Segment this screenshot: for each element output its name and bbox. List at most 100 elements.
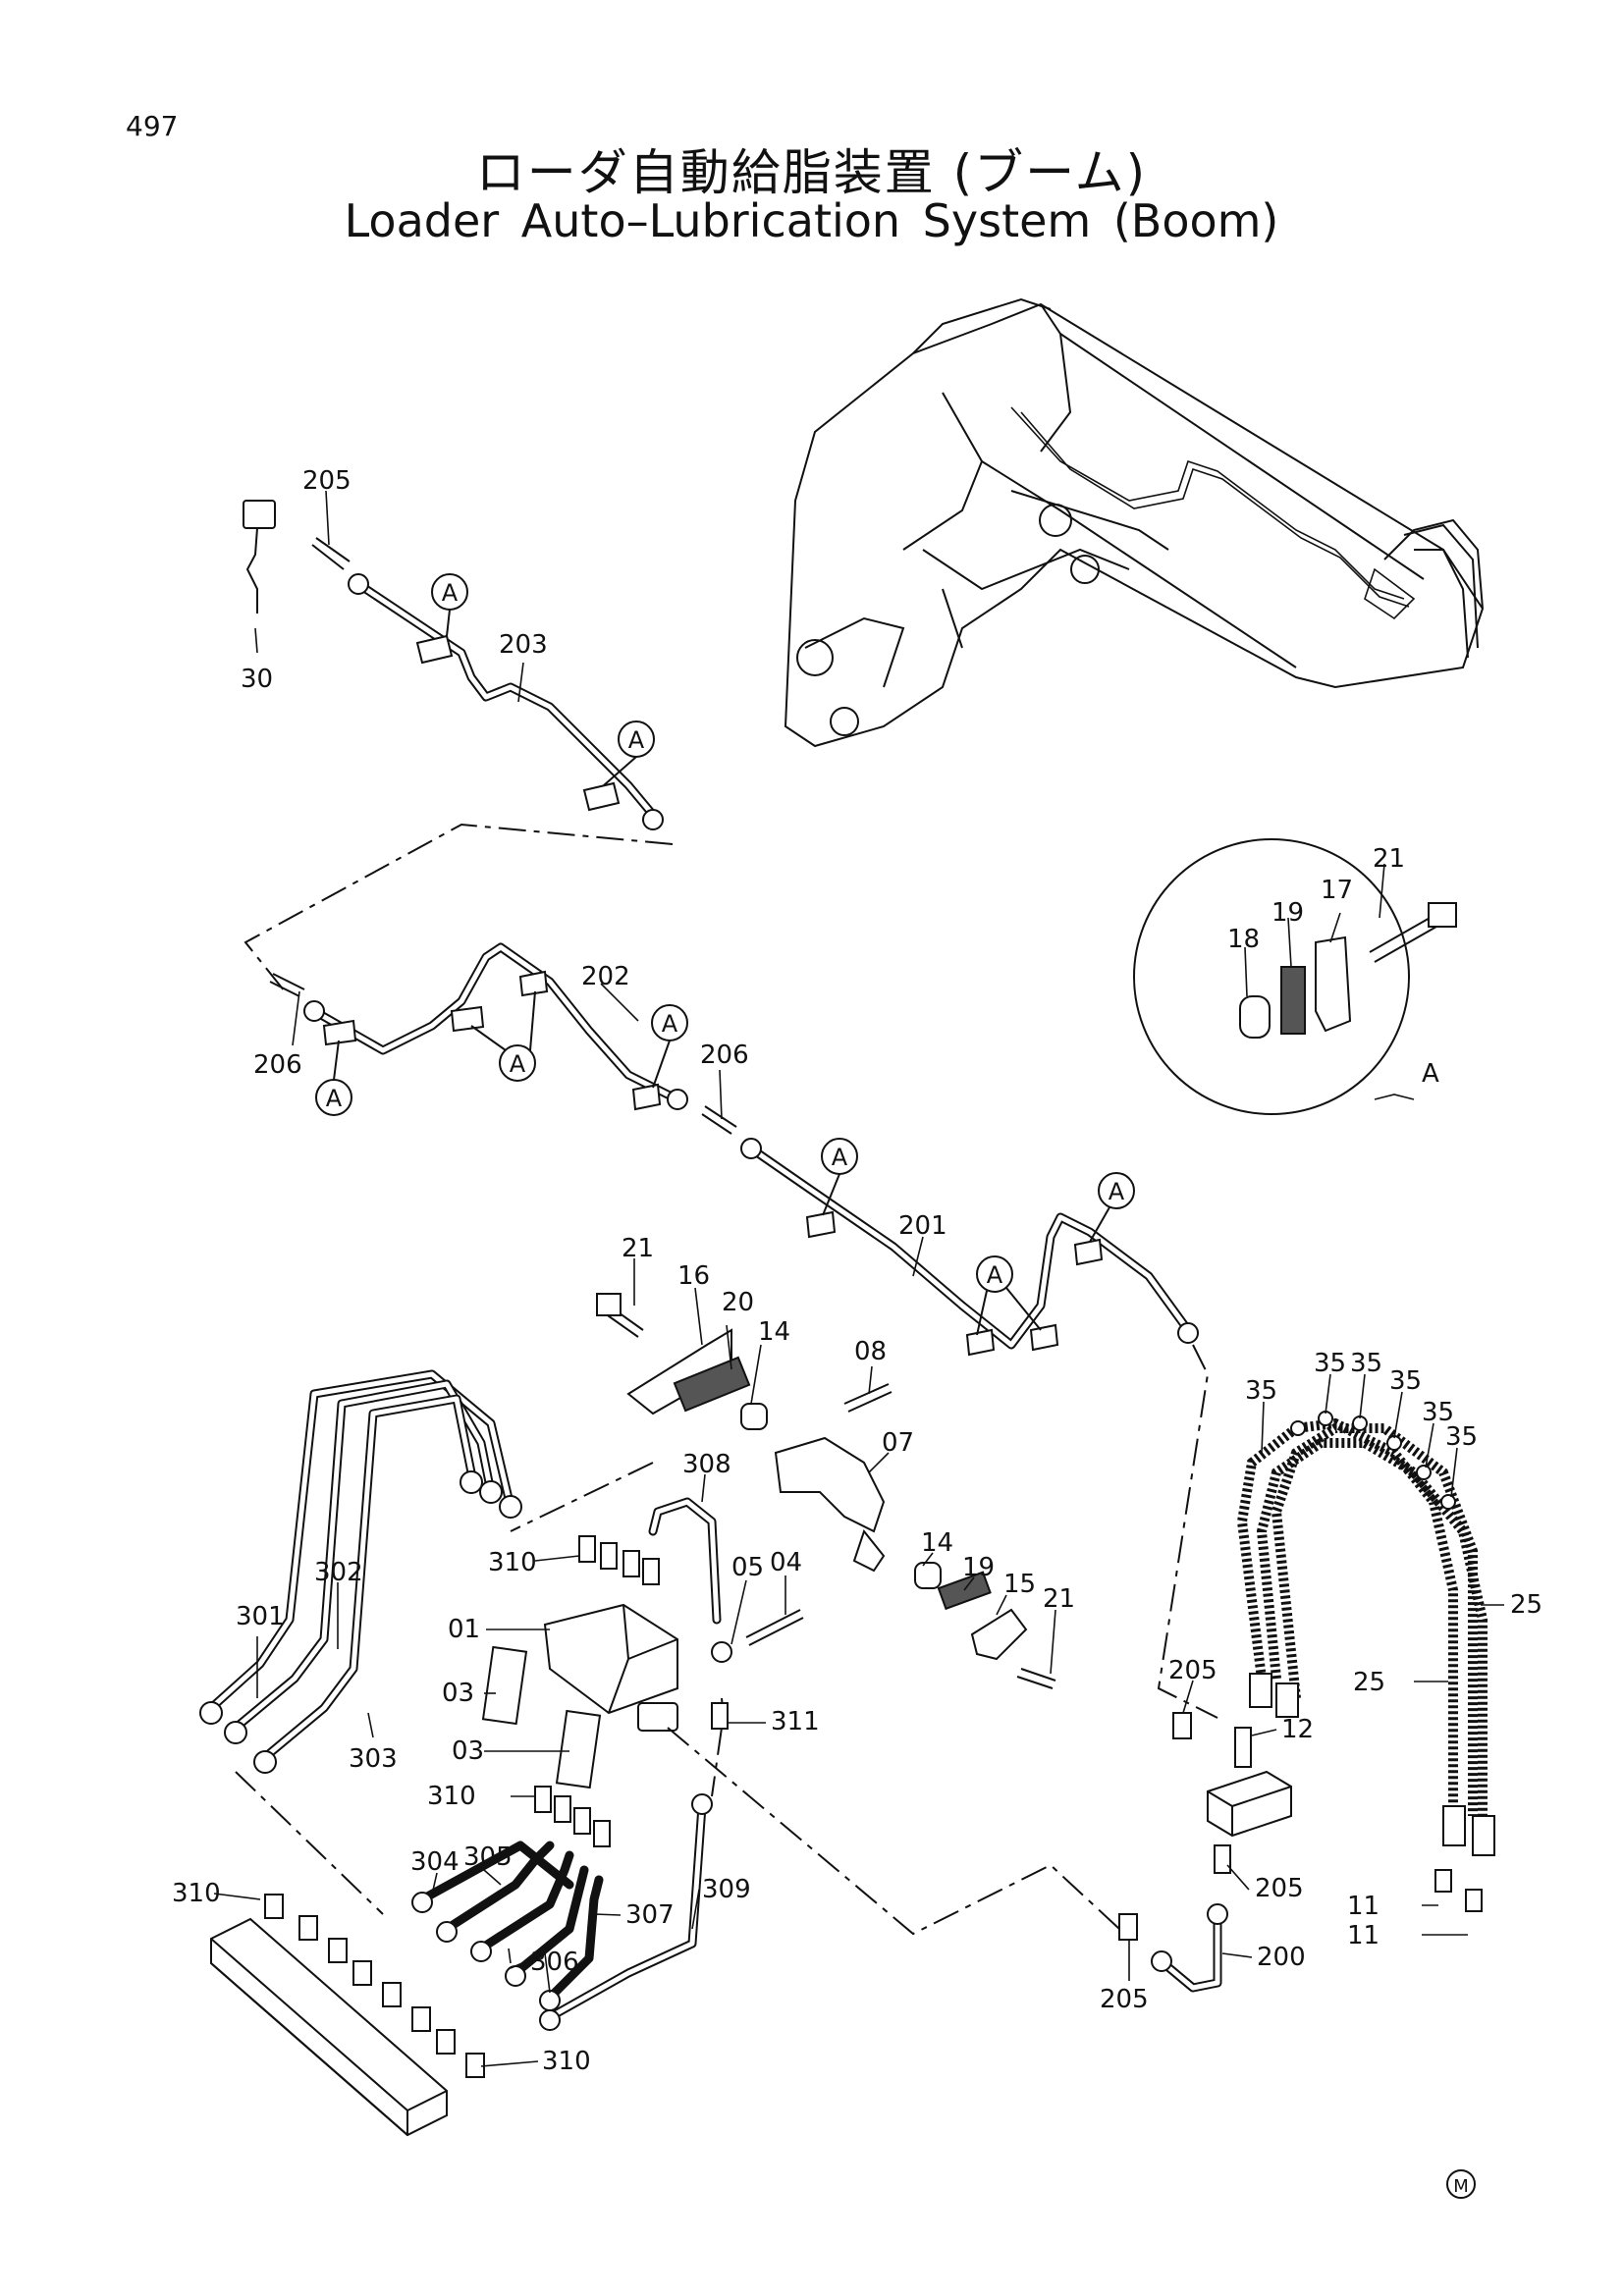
fittings-310a bbox=[578, 1535, 660, 1585]
leader-lines bbox=[213, 490, 1504, 2067]
part-label-03: 03 bbox=[452, 1736, 484, 1766]
part-label-35: 35 bbox=[1350, 1349, 1382, 1378]
washer-05 bbox=[711, 1641, 732, 1663]
part-label-35: 35 bbox=[1314, 1349, 1346, 1378]
callout-a-2: A bbox=[603, 721, 655, 786]
leader-line bbox=[711, 1727, 723, 1797]
part-label-309: 309 bbox=[702, 1875, 751, 1904]
part-label-305: 305 bbox=[463, 1842, 513, 1872]
part-label-201: 201 bbox=[898, 1211, 947, 1241]
part-label-206: 206 bbox=[253, 1050, 302, 1080]
part-label-18: 18 bbox=[1227, 925, 1260, 954]
part-label-310: 310 bbox=[427, 1782, 476, 1811]
bracket-cluster bbox=[596, 1293, 1056, 1689]
callout-a-4: A bbox=[470, 990, 536, 1082]
part-label-205: 205 bbox=[302, 466, 352, 496]
svg-text:A: A bbox=[987, 1261, 1003, 1289]
spacer-14b bbox=[914, 1562, 942, 1589]
pipe-201-assembly bbox=[701, 1105, 1199, 1357]
callout-a-5: A bbox=[315, 1040, 352, 1116]
part-label-206: 206 bbox=[700, 1041, 749, 1070]
svg-text:A: A bbox=[662, 1010, 678, 1038]
part-label-04: 04 bbox=[770, 1548, 802, 1577]
callout-a-3: A bbox=[651, 1004, 688, 1089]
part-label-306: 306 bbox=[530, 1948, 579, 1977]
part-label-200: 200 bbox=[1257, 1943, 1306, 1972]
bracket-07 bbox=[774, 1436, 886, 1533]
clamp-15 bbox=[970, 1608, 1028, 1661]
part-label-30: 30 bbox=[241, 665, 273, 694]
part-label-11: 11 bbox=[1347, 1921, 1380, 1950]
plate-19b bbox=[937, 1571, 992, 1611]
page-title-english: Loader Auto–Lubrication System (Boom) bbox=[344, 194, 1279, 247]
part-label-16: 16 bbox=[677, 1261, 710, 1291]
part-label-05: 05 bbox=[731, 1553, 764, 1582]
part-label-35: 35 bbox=[1445, 1422, 1478, 1452]
distributor-assembly bbox=[199, 1369, 804, 1789]
part-label-302: 302 bbox=[314, 1558, 363, 1587]
part-label-304: 304 bbox=[410, 1847, 460, 1877]
part-label-203: 203 bbox=[499, 630, 548, 660]
svg-text:A: A bbox=[442, 579, 459, 607]
lower-pipes bbox=[411, 1786, 713, 2031]
part-label-25: 25 bbox=[1353, 1668, 1385, 1697]
page-number: 497 bbox=[126, 110, 179, 142]
part-label-205: 205 bbox=[1100, 1985, 1149, 2014]
callout-a-8: A bbox=[976, 1255, 1042, 1336]
loader-boom-illustration bbox=[784, 297, 1485, 748]
detail-view-letter: A bbox=[1422, 1059, 1439, 1089]
part-label-14: 14 bbox=[921, 1528, 953, 1558]
detail-view-a bbox=[1133, 838, 1457, 1115]
part-label-07: 07 bbox=[882, 1428, 914, 1458]
svg-text:M: M bbox=[1453, 2176, 1469, 2197]
plate-19 bbox=[1280, 966, 1306, 1035]
part-label-20: 20 bbox=[722, 1288, 754, 1317]
leader-line bbox=[510, 1462, 654, 1532]
part-label-08: 08 bbox=[854, 1337, 887, 1366]
part-label-17: 17 bbox=[1321, 876, 1353, 905]
pipe-203-assembly bbox=[243, 500, 664, 830]
page-title-japanese: ローダ自動給脂装置 (ブーム) bbox=[475, 144, 1148, 201]
leader-line bbox=[243, 823, 674, 992]
svg-text:A: A bbox=[1109, 1178, 1125, 1205]
pipe-202-assembly bbox=[269, 942, 688, 1111]
bolt-21-head bbox=[1428, 902, 1457, 928]
part-label-19: 19 bbox=[1271, 898, 1304, 928]
part-label-25: 25 bbox=[1510, 1590, 1542, 1620]
callout-a-7: A bbox=[1089, 1172, 1135, 1243]
part-label-35: 35 bbox=[1245, 1376, 1277, 1406]
callout-a-1: A bbox=[431, 573, 468, 637]
callout-a-6: A bbox=[821, 1138, 858, 1216]
pipe-200 bbox=[1118, 1903, 1228, 1993]
plate-20 bbox=[673, 1356, 751, 1413]
part-label-205: 205 bbox=[1168, 1656, 1217, 1685]
grease-block-bottom-left bbox=[210, 1894, 485, 2137]
part-label-03: 03 bbox=[442, 1679, 474, 1708]
part-label-01: 01 bbox=[448, 1615, 480, 1644]
part-label-310: 310 bbox=[172, 1879, 221, 1908]
part-label-308: 308 bbox=[682, 1450, 731, 1479]
part-label-15: 15 bbox=[1003, 1570, 1036, 1599]
leader-line bbox=[1157, 1344, 1218, 1719]
part-label-12: 12 bbox=[1281, 1715, 1314, 1744]
part-label-310: 310 bbox=[488, 1548, 537, 1577]
part-label-303: 303 bbox=[349, 1744, 398, 1774]
leader-line bbox=[667, 1727, 1120, 1936]
part-label-14: 14 bbox=[758, 1317, 790, 1347]
callouts: A A A A A A A A bbox=[315, 573, 1135, 1336]
hose-assembly-25 bbox=[1236, 1411, 1495, 1912]
part-label-310: 310 bbox=[542, 2047, 591, 2076]
part-label-35: 35 bbox=[1389, 1366, 1422, 1396]
part-label-21: 21 bbox=[622, 1234, 654, 1263]
manufacturer-mark: M bbox=[1446, 2169, 1476, 2199]
part-label-21: 21 bbox=[1043, 1584, 1075, 1614]
grease-block-right bbox=[1172, 1712, 1292, 1874]
part-label-19: 19 bbox=[962, 1553, 995, 1582]
grease-nipple-cap bbox=[243, 500, 276, 529]
part-label-301: 301 bbox=[236, 1602, 285, 1631]
clamp-17 bbox=[1315, 935, 1352, 1033]
fitting-311 bbox=[711, 1702, 729, 1730]
distributor-01 bbox=[543, 1603, 678, 1715]
spacer-14 bbox=[740, 1403, 768, 1430]
